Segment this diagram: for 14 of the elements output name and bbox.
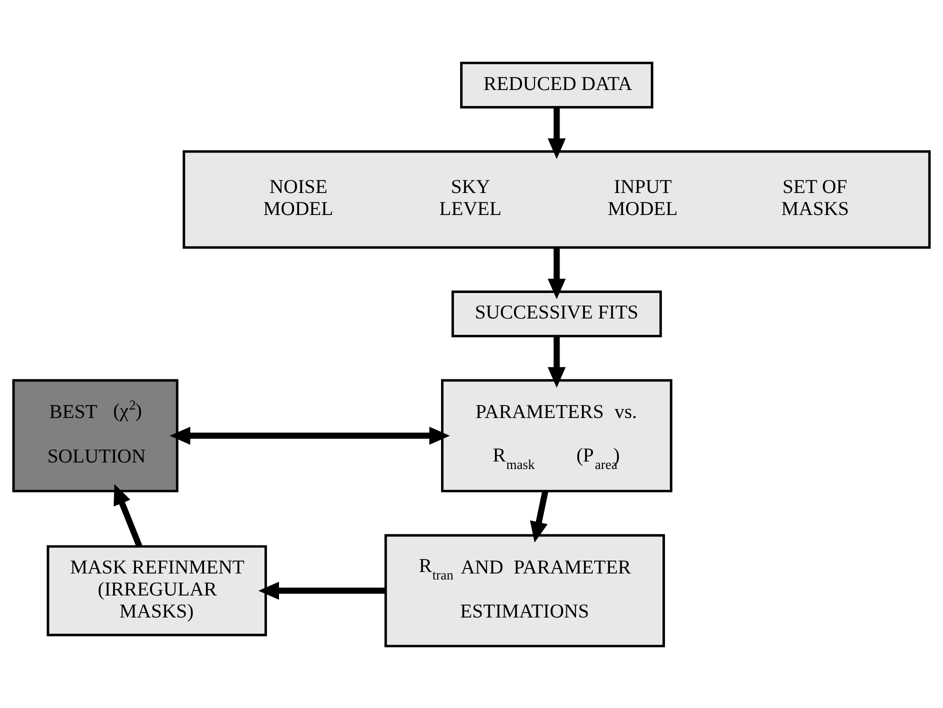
node-box: SUCCESSIVE FITS [452, 290, 662, 337]
arrow [258, 581, 386, 600]
node-box: MASK REFINMENT (IRREGULAR MASKS) [46, 544, 267, 636]
node-box: R$_{tran}$ AND PARAMETER ESTIMATIONS [384, 534, 665, 647]
arrow [548, 336, 566, 388]
node-box: REDUCED DATA [460, 61, 654, 108]
arrow [114, 484, 142, 547]
arrow [548, 247, 566, 299]
arrow [548, 106, 566, 158]
arrow [170, 426, 450, 444]
node-box: NOISE MODEL SKY LEVEL INPUT MODEL SET OF MASKS [182, 150, 931, 248]
arrow [530, 490, 548, 542]
node-box: BEST (χ$^{2}$) SOLUTION [12, 378, 178, 492]
node-box: PARAMETERS vs. R$_{mask}$ (P$_{area}$) [441, 378, 672, 492]
